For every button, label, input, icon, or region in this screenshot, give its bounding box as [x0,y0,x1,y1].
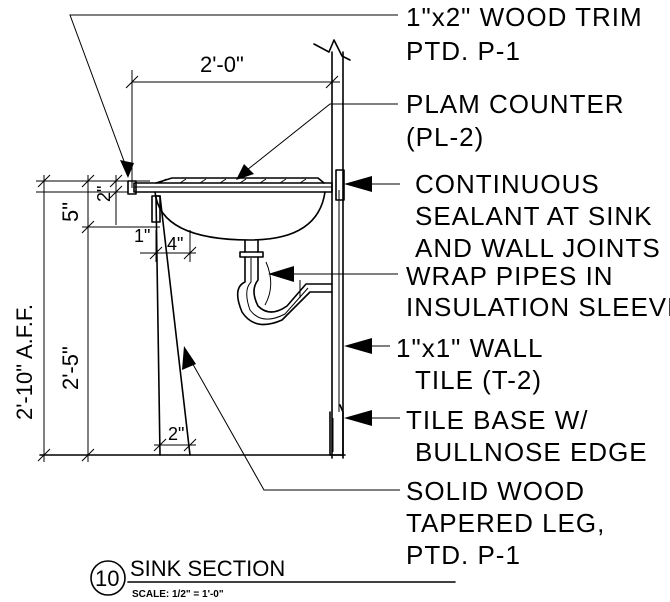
dim-clear-height: 2'-5" [58,346,83,390]
leader-lines [69,14,400,491]
callout-notes: 1"x2" WOOD TRIM PTD. P-1 PLAM COUNTER (P… [396,2,670,570]
wall [313,39,351,459]
sink-bowl [154,191,326,258]
note-leg-line1: SOLID WOOD [406,476,585,506]
note-sealant-line1: CONTINUOUS [415,169,600,199]
dim-top-offset: 5" [58,202,83,222]
note-tile-line1: 1"x1" WALL [396,333,543,363]
detail-number: 10 [95,566,119,591]
note-leg-line2: TAPERED LEG, [406,508,605,538]
dim-leg-bottom: 2" [168,424,184,444]
note-plam-line2: (PL-2) [406,122,484,152]
dim-counter-height: 2'-10" A.F.F. [12,304,37,420]
dim-width: 2'-0" [200,52,244,77]
note-base-line2: BULLNOSE EDGE [415,437,648,467]
dimension-labels: 2'-0" 2'-10" A.F.F. 2'-5" 5" 2" 4" 1" 2" [12,52,244,444]
note-tile-line2: TILE (T-2) [415,365,542,395]
note-sealant-line2: SEALANT AT SINK [415,201,653,231]
note-plam-line1: PLAM COUNTER [406,89,625,119]
plam-counter [127,169,345,201]
note-sealant-line3: AND WALL JOINTS [415,233,661,263]
dim-leg-offset: 1" [134,226,150,246]
note-wood-trim-line2: PTD. P-1 [406,36,521,66]
note-base-line1: TILE BASE W/ [406,405,589,435]
note-wrap-line1: WRAP PIPES IN [406,261,614,291]
dim-counter-thickness: 2" [94,186,114,202]
title-block: 10 SINK SECTION SCALE: 1/2" = 1'-0" [90,556,456,600]
detail-title: SINK SECTION [130,556,285,581]
dim-leg-top: 4" [167,234,183,254]
note-leg-line3: PTD. P-1 [406,540,521,570]
tapered-leg [151,195,191,456]
detail-scale: SCALE: 1/2" = 1'-0" [132,589,224,600]
dimension-lines [36,70,340,462]
note-wrap-line2: INSULATION SLEEVE [406,292,670,322]
note-wood-trim-line1: 1"x2" WOOD TRIM [406,2,643,32]
p-trap [236,256,333,326]
